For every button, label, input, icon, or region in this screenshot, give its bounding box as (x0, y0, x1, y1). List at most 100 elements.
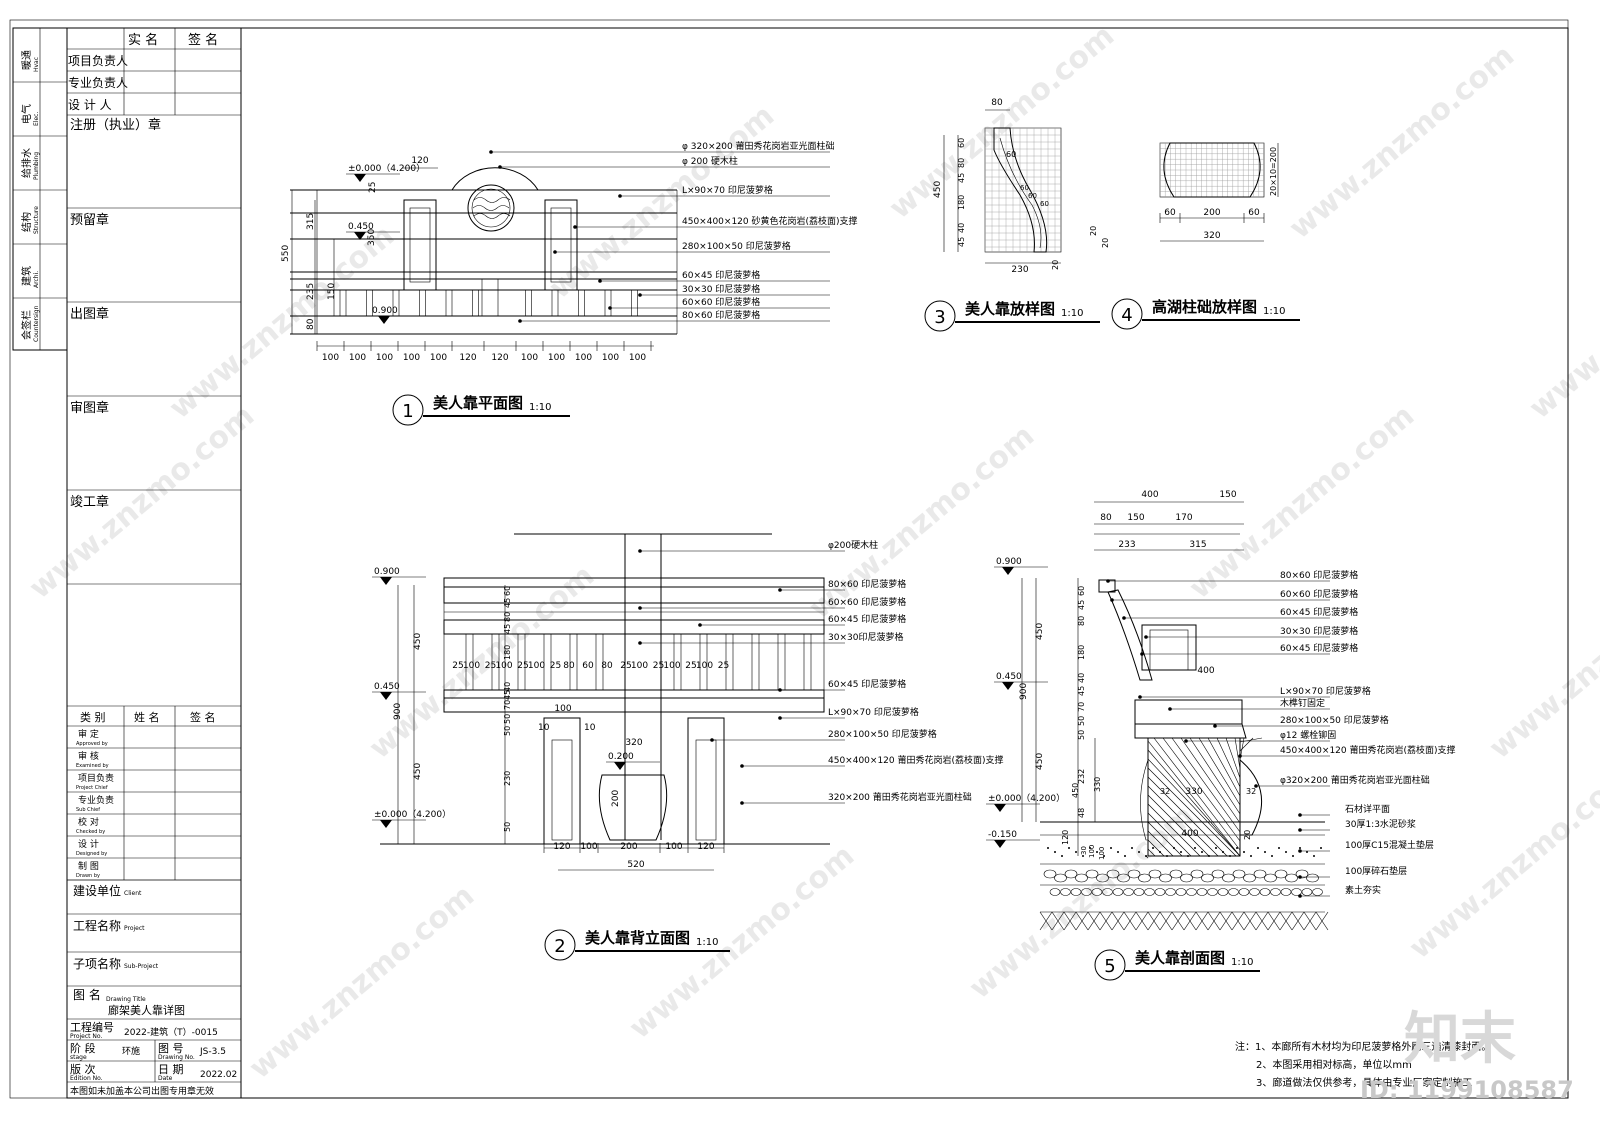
concrete-dot (1068, 847, 1070, 849)
level-marker (1002, 682, 1014, 690)
concrete-dot (1250, 855, 1252, 857)
line (1255, 911, 1269, 931)
concrete-dot (1103, 855, 1105, 857)
dim-label: 450 (1071, 783, 1080, 798)
strip-discipline: 电气 (20, 104, 33, 124)
stamp-reserved: 预留章 (70, 212, 109, 228)
dim-label: 150 (1219, 490, 1236, 500)
view-title: 美人靠放样图 (965, 300, 1055, 318)
dim-label: 100 (631, 661, 648, 671)
dim-label: 320 (625, 738, 642, 748)
dim-label: 120 (459, 353, 476, 363)
line (1153, 737, 1241, 851)
project-label: 工程名称 (73, 918, 121, 933)
dim-label: 80 (503, 612, 512, 622)
section-material-label: 木榫钉固定 (1280, 697, 1325, 709)
plan-material-label: φ 320×200 莆田秀花岗岩亚光面柱础 (682, 140, 835, 152)
dim-label: 60 (1077, 586, 1086, 596)
section-material-label: 30×30 印尼菠萝格 (1280, 625, 1358, 637)
dim-label: 100 (528, 661, 545, 671)
gravel-stone (1264, 873, 1277, 883)
dim-label: 170 (1175, 513, 1192, 523)
gravel-stone (1154, 888, 1166, 896)
dim-label: 10 (538, 723, 550, 733)
view-title: 美人靠背立面图 (585, 929, 690, 947)
line (1239, 737, 1263, 743)
dim-label: 25 (620, 661, 631, 671)
gravel-stone (1312, 888, 1323, 896)
strip-discipline-en: Structure (33, 206, 40, 234)
dim-label: 100 (1098, 847, 1106, 860)
view-number: 5 (1104, 956, 1115, 977)
concrete-dot (1061, 855, 1063, 857)
dim-label: 50 (503, 822, 512, 832)
line (1189, 737, 1241, 815)
svg-text:Drawing Title: Drawing Title (106, 996, 146, 1003)
gravel-stone (1064, 869, 1078, 879)
dim-label: 32 (1246, 787, 1256, 796)
line (1207, 737, 1241, 797)
concrete-dot (1166, 855, 1168, 857)
approvals-header-sign: 签 名 (190, 710, 216, 724)
dim-label: 400 (1141, 490, 1158, 500)
concrete-dot (1187, 855, 1189, 857)
section-material-label: 60×45 印尼菠萝格 (1280, 606, 1358, 618)
dim-label: 30 (1080, 846, 1088, 855)
dim-label: 100 (1088, 845, 1096, 858)
gravel-stone (1270, 888, 1281, 896)
gravel-stone (1127, 869, 1141, 879)
line (1147, 848, 1156, 857)
dim-label: 60 (1006, 150, 1016, 159)
line (1171, 737, 1241, 833)
gravel-stone (1043, 869, 1057, 879)
row-designer: 设 计 人 (68, 98, 112, 112)
dim-label: 315 (1189, 540, 1206, 550)
dim-label: 200 (611, 790, 621, 807)
dim-label: 50 (503, 714, 512, 724)
svg-text:Project: Project (124, 925, 145, 932)
dim-label: 120 (411, 156, 428, 166)
level-label: -0.150 (988, 830, 1017, 840)
gravel-stone (1201, 873, 1214, 883)
view-number: 1 (402, 401, 413, 422)
svg-text:Drawing No.: Drawing No. (158, 1054, 195, 1061)
dim-label: 60 (957, 138, 966, 148)
dim-label: 32 (1160, 787, 1170, 796)
dim-label: 25 (368, 182, 378, 193)
dim-label: 180 (957, 195, 966, 210)
concrete-dot (1320, 847, 1322, 849)
line (1111, 911, 1125, 931)
gravel-stone (1091, 888, 1103, 896)
dim-label: 25 (653, 661, 664, 671)
line (1183, 911, 1197, 931)
dim-label: 900 (393, 703, 403, 720)
dim-label: 100 (463, 661, 480, 671)
dim-label: 40 (1077, 673, 1086, 683)
dim-label: 48 (1077, 808, 1086, 818)
stamp-completion: 竣工章 (70, 494, 109, 510)
watermark: www.znzmo.com (1523, 218, 1600, 426)
view-scale: 1:10 (529, 402, 551, 413)
level-marker (994, 840, 1006, 848)
line (1171, 911, 1185, 931)
line (1180, 737, 1241, 824)
dim-label: 120 (553, 842, 570, 852)
dim-label: 50 (1077, 716, 1086, 726)
signoff-table: 实 名 签 名 项目负责人 专业负责人 设 计 人 (67, 28, 241, 116)
sub-project-label: 子项名称 (73, 956, 121, 971)
line (1147, 740, 1241, 857)
concrete-dot (1180, 851, 1182, 853)
dim-label: 100 (629, 353, 646, 363)
svg-text:Client: Client (124, 890, 142, 897)
elevation-material-label: 80×60 印尼菠萝格 (828, 578, 906, 590)
approval-role: 校 对 (78, 816, 99, 828)
concrete-dot (1173, 847, 1175, 849)
concrete-dot (1047, 847, 1049, 849)
dim-label: 10 (584, 723, 596, 733)
section-material-label: L×90×70 印尼菠萝格 (1280, 685, 1371, 697)
view-title: 美人靠剖面图 (1135, 949, 1225, 967)
gravel-stone (1249, 888, 1260, 896)
dim-label: 20 (1089, 226, 1098, 236)
